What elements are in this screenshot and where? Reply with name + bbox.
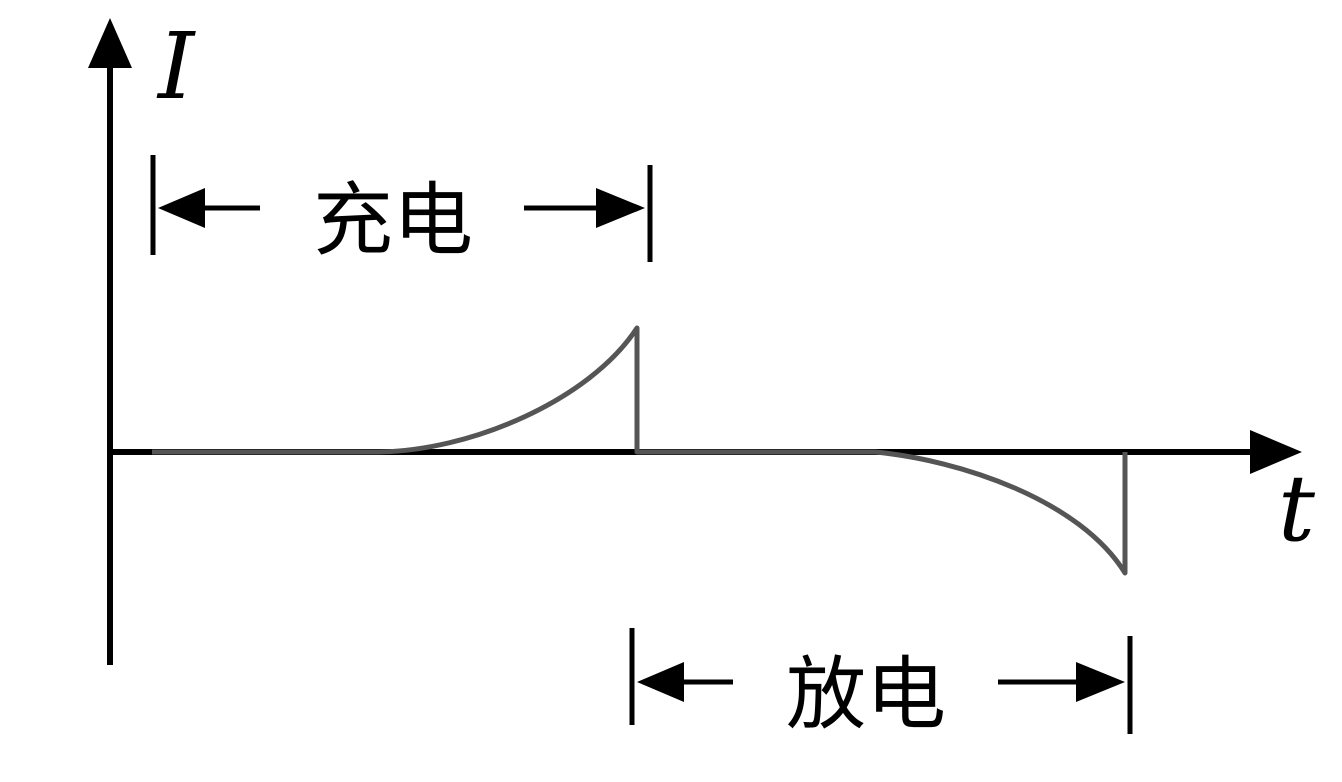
current-curve xyxy=(152,325,1128,576)
charge-label: 充电 xyxy=(313,174,473,267)
discharge-arrow-right-head xyxy=(1076,662,1125,702)
discharge-arrow-left-head xyxy=(637,662,684,702)
charge-arrow-left-head xyxy=(158,188,205,228)
discharge-bracket: 放电 xyxy=(629,628,1133,741)
x-axis-label: t xyxy=(1278,455,1316,562)
y-axis-label: I xyxy=(156,13,196,120)
charge-bracket: 充电 xyxy=(150,155,653,267)
charge-arrow-right-head xyxy=(596,188,645,228)
x-axis-arrowhead xyxy=(1250,430,1302,474)
discharge-label: 放电 xyxy=(786,648,946,741)
y-axis-arrowhead xyxy=(88,18,132,68)
